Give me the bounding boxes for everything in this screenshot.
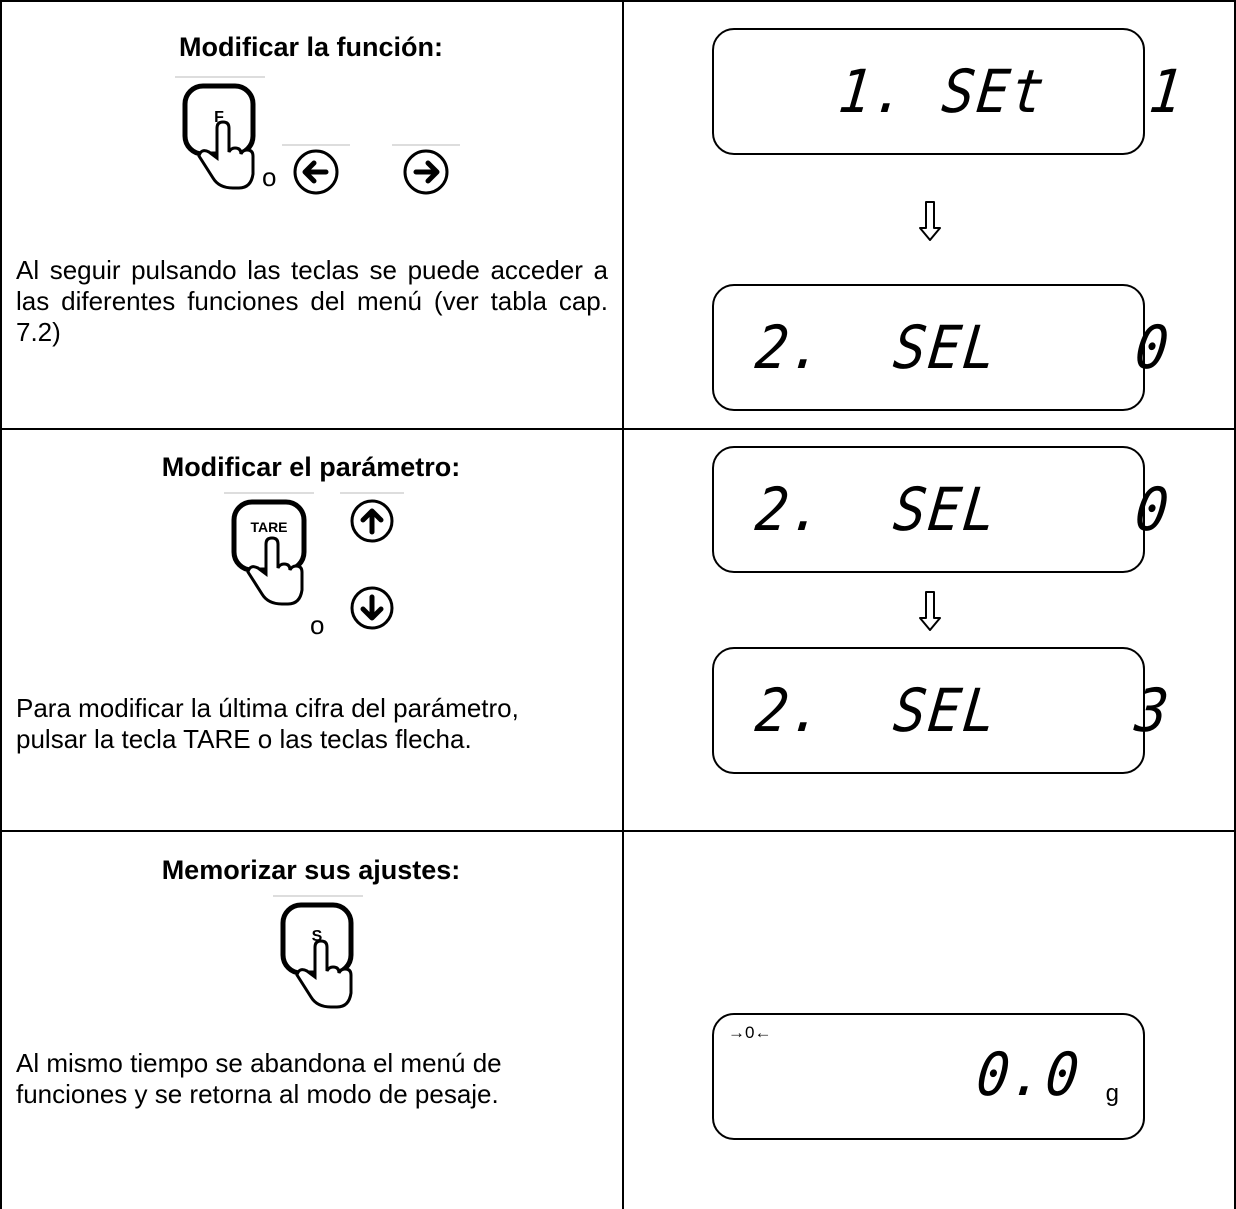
- display-sel-0-text: 2. SEL 0: [752, 312, 1174, 383]
- row-3-text: Al mismo tiempo se abandona el menú de f…: [16, 1048, 502, 1109]
- row-2-heading: Modificar el parámetro:: [161, 452, 461, 482]
- row-2-text: Para modificar la última cifra del parám…: [16, 693, 519, 754]
- display-set-1-text: 1. SEt 1: [835, 56, 1188, 127]
- f-key-icon: F: [175, 76, 265, 190]
- table-border-right: [1234, 0, 1236, 1209]
- display-sel-0-b: 2. SEL 0: [712, 446, 1174, 573]
- or-text-2: o: [310, 610, 325, 640]
- weight-value: 0.0: [973, 1039, 1085, 1110]
- table-border-left: [0, 0, 2, 1209]
- down-arrow-key-icon: [350, 586, 394, 630]
- down-arrow-icon: [919, 591, 941, 631]
- table-divider-row-1: [0, 428, 1236, 430]
- display-set-1: 1. SEt 1: [712, 28, 1188, 155]
- zero-indicator: →0←: [728, 1023, 772, 1042]
- s-key-label: S: [312, 928, 323, 945]
- up-arrow-icon: [340, 492, 404, 543]
- table-border-top: [0, 0, 1236, 2]
- display-weighing: →0← 0.0 g: [712, 1013, 1145, 1140]
- or-text-1: o: [262, 162, 277, 192]
- row-3-heading: Memorizar sus ajustes:: [161, 855, 461, 885]
- display-sel-3-text: 2. SEL 3: [752, 675, 1174, 746]
- tare-key-icon: TARE: [224, 492, 314, 606]
- table-divider-row-2: [0, 830, 1236, 832]
- tare-key-label: TARE: [250, 519, 287, 535]
- table-divider-column: [622, 0, 624, 1209]
- left-arrow-icon: [282, 144, 350, 195]
- down-arrow-icon: [919, 201, 941, 241]
- weight-unit: g: [1105, 1080, 1119, 1107]
- s-key-icon: S: [273, 895, 363, 1009]
- display-sel-0: 2. SEL 0: [712, 284, 1174, 411]
- right-arrow-icon: [392, 144, 460, 195]
- display-sel-3: 2. SEL 3: [712, 647, 1174, 774]
- f-key-label: F: [214, 109, 224, 126]
- display-sel-0-b-text: 2. SEL 0: [752, 474, 1174, 545]
- row-1-heading: Modificar la función:: [178, 32, 443, 62]
- row-1-text: Al seguir pulsando las teclas se puede a…: [16, 255, 608, 347]
